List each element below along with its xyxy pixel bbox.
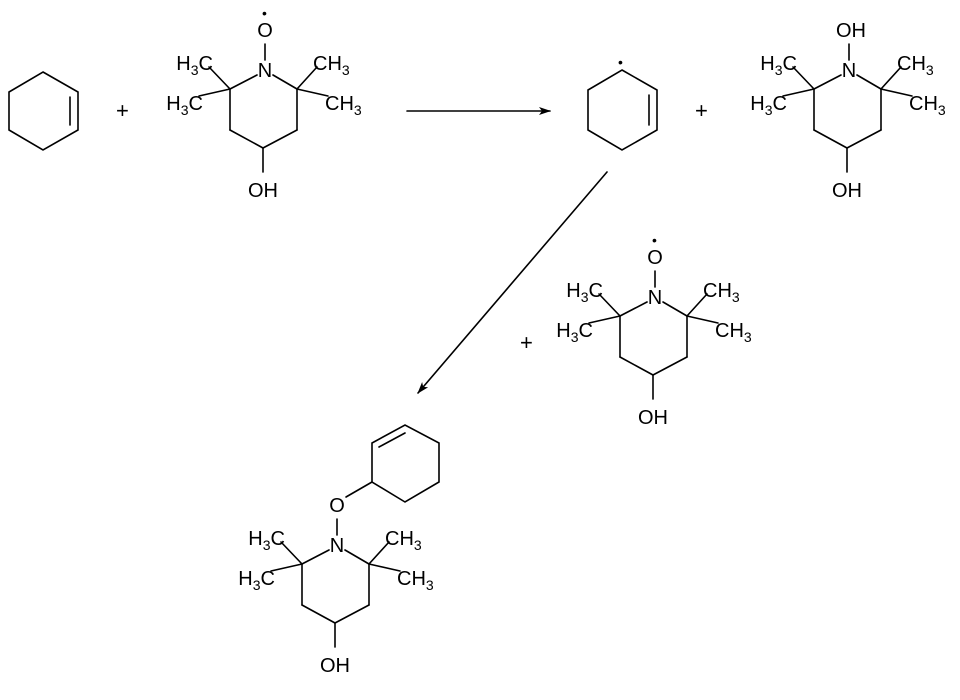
radical-dot: • [262,5,267,21]
double-bond [378,432,406,448]
oxygen-atom: O [329,495,345,517]
methyl-label: H3C [176,53,213,78]
radical-dot: • [618,54,623,70]
plus-sign: + [520,330,533,355]
methyl-label: H3C [566,280,603,305]
hydroxyl-group: OH [836,20,866,42]
bond [270,563,303,572]
bond [588,315,621,324]
methyl-label: CH3 [715,320,752,345]
methyl-label: CH3 [703,280,740,305]
plus-sign: + [695,98,708,123]
bond [301,549,330,565]
bond [229,74,258,90]
methyl-label: CH3 [897,53,934,78]
bond [880,88,913,97]
bond [296,66,318,90]
bond [301,604,336,624]
hydroxyl-group: OH [638,407,668,429]
nitrogen-atom: N [648,287,662,309]
bond [619,356,654,376]
methyl-label: CH3 [313,53,350,78]
bond [856,74,882,90]
bond [344,549,370,565]
bond [619,301,648,317]
bond [782,88,815,97]
bond [229,129,264,149]
bond [272,74,298,90]
bond [334,604,370,624]
bond [662,301,688,317]
methyl-label: H3C [556,320,593,345]
oxygen-atom: O [257,20,273,42]
hydroxyl-group: OH [248,180,278,202]
methyl-label: CH3 [385,528,422,553]
methyl-label: H3C [760,53,797,78]
bond [262,129,298,149]
bond [598,293,621,317]
nitrogen-atom: N [258,60,272,82]
hydroxyl-group: OH [832,180,862,202]
methyl-label: H3C [750,93,787,118]
bond [686,315,719,324]
cyclohexene-molecule [8,71,79,151]
methyl-label: H3C [238,568,275,593]
methyl-label: H3C [248,528,285,553]
bond [792,66,815,90]
hydroxyl-group: OH [320,655,350,677]
bond [198,88,231,97]
bond [368,563,401,572]
product-cyclohexenyl-ring [345,424,440,503]
cyclohexenyl-radical-molecule: • [587,54,658,151]
bond [813,74,842,90]
bond [368,541,390,565]
methyl-label: CH3 [397,568,434,593]
bond [846,129,882,149]
methyl-label: H3C [166,93,203,118]
o-c-bond [345,481,373,498]
bond [686,293,708,317]
bond [880,66,902,90]
bond [208,66,231,90]
methyl-label: CH3 [325,93,362,118]
methyl-label: CH3 [909,93,946,118]
oxygen-atom: O [647,247,663,269]
bond [813,129,848,149]
nitrogen-atom: N [330,535,344,557]
nitrogen-atom: N [842,60,856,82]
bond [296,88,329,97]
reaction-arrow-down [417,171,608,394]
plus-sign: + [116,98,129,123]
bond [280,541,303,565]
bond [652,356,688,376]
radical-dot: • [652,232,657,248]
